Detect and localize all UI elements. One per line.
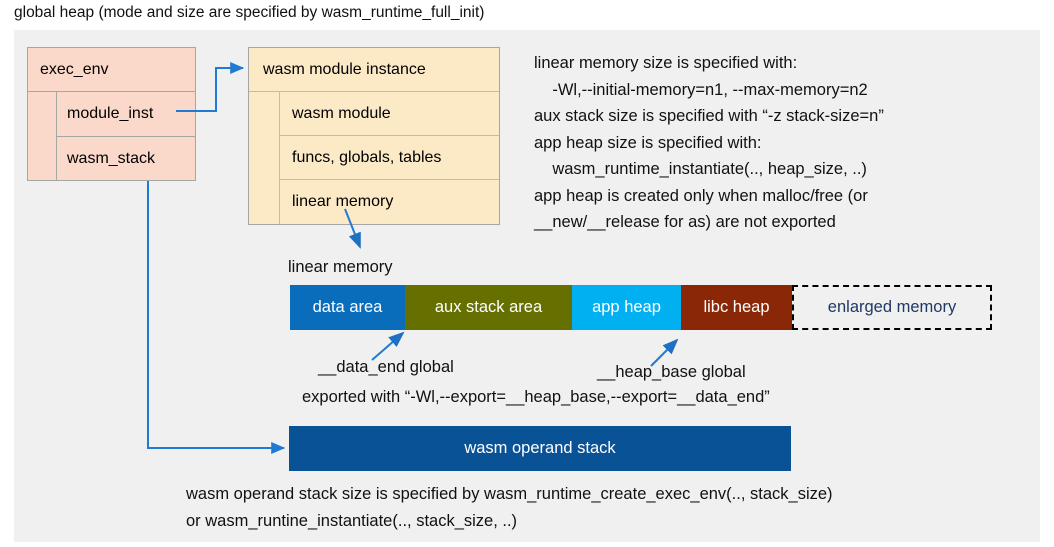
wasm-module-instance-box: wasm module instance wasm module funcs, … <box>248 47 500 225</box>
wasm-module-instance-title: wasm module instance <box>263 60 426 78</box>
page-title: global heap (mode and size are specified… <box>14 4 485 21</box>
exec-env-field-module-inst-label: module_inst <box>67 105 154 122</box>
operand-stack-note: wasm operand stack size is specified by … <box>186 485 833 530</box>
linear-memory-caption: linear memory <box>288 258 393 276</box>
annotation-data-end: __data_end global <box>318 358 454 376</box>
memory-segment-app-heap: app heap <box>572 285 681 330</box>
wasm-operand-stack-bar: wasm operand stack <box>289 426 791 471</box>
linear-memory-bar: data area aux stack area app heap libc heap… <box>290 285 992 330</box>
linear-memory-note: linear memory size is specified with: -W… <box>534 54 884 231</box>
annotation-exported-with: exported with “-Wl,--export=__heap_base,… <box>302 388 770 406</box>
wasm-operand-stack-label: wasm operand stack <box>464 439 616 457</box>
memory-segment-libc-heap: libc heap <box>681 285 792 330</box>
memory-segment-enlarged-memory: enlarged memory <box>792 285 992 330</box>
exec-env-field-module-inst: module_inst <box>56 92 195 137</box>
exec-env-title: exec_env <box>40 60 109 78</box>
module-instance-field-wasm-module: wasm module <box>279 92 499 136</box>
module-instance-field-funcs-globals-tables-label: funcs, globals, tables <box>292 148 442 166</box>
memory-segment-label: libc heap <box>703 298 770 316</box>
module-instance-field-wasm-module-label: wasm module <box>292 104 391 122</box>
annotation-heap-base: __heap_base global <box>597 363 746 381</box>
memory-segment-data-area: data area <box>290 285 405 330</box>
module-instance-field-funcs-globals-tables: funcs, globals, tables <box>279 136 499 180</box>
exec-env-field-wasm-stack-label: wasm_stack <box>67 149 156 167</box>
exec-env-field-wasm-stack: wasm_stack <box>56 137 195 180</box>
memory-segment-label: app heap <box>592 298 661 316</box>
memory-segment-label: data area <box>312 298 383 316</box>
module-instance-field-linear-memory: linear memory <box>279 180 499 224</box>
memory-segment-label: enlarged memory <box>827 298 957 316</box>
wasm-module-instance-header: wasm module instance <box>249 48 499 92</box>
module-instance-field-linear-memory-label: linear memory <box>292 193 394 210</box>
exec-env-header: exec_env <box>28 48 195 92</box>
memory-segment-aux-stack-area: aux stack area <box>405 285 572 330</box>
exec-env-box: exec_env module_inst wasm_stack <box>27 47 196 181</box>
memory-segment-label: aux stack area <box>434 298 543 316</box>
